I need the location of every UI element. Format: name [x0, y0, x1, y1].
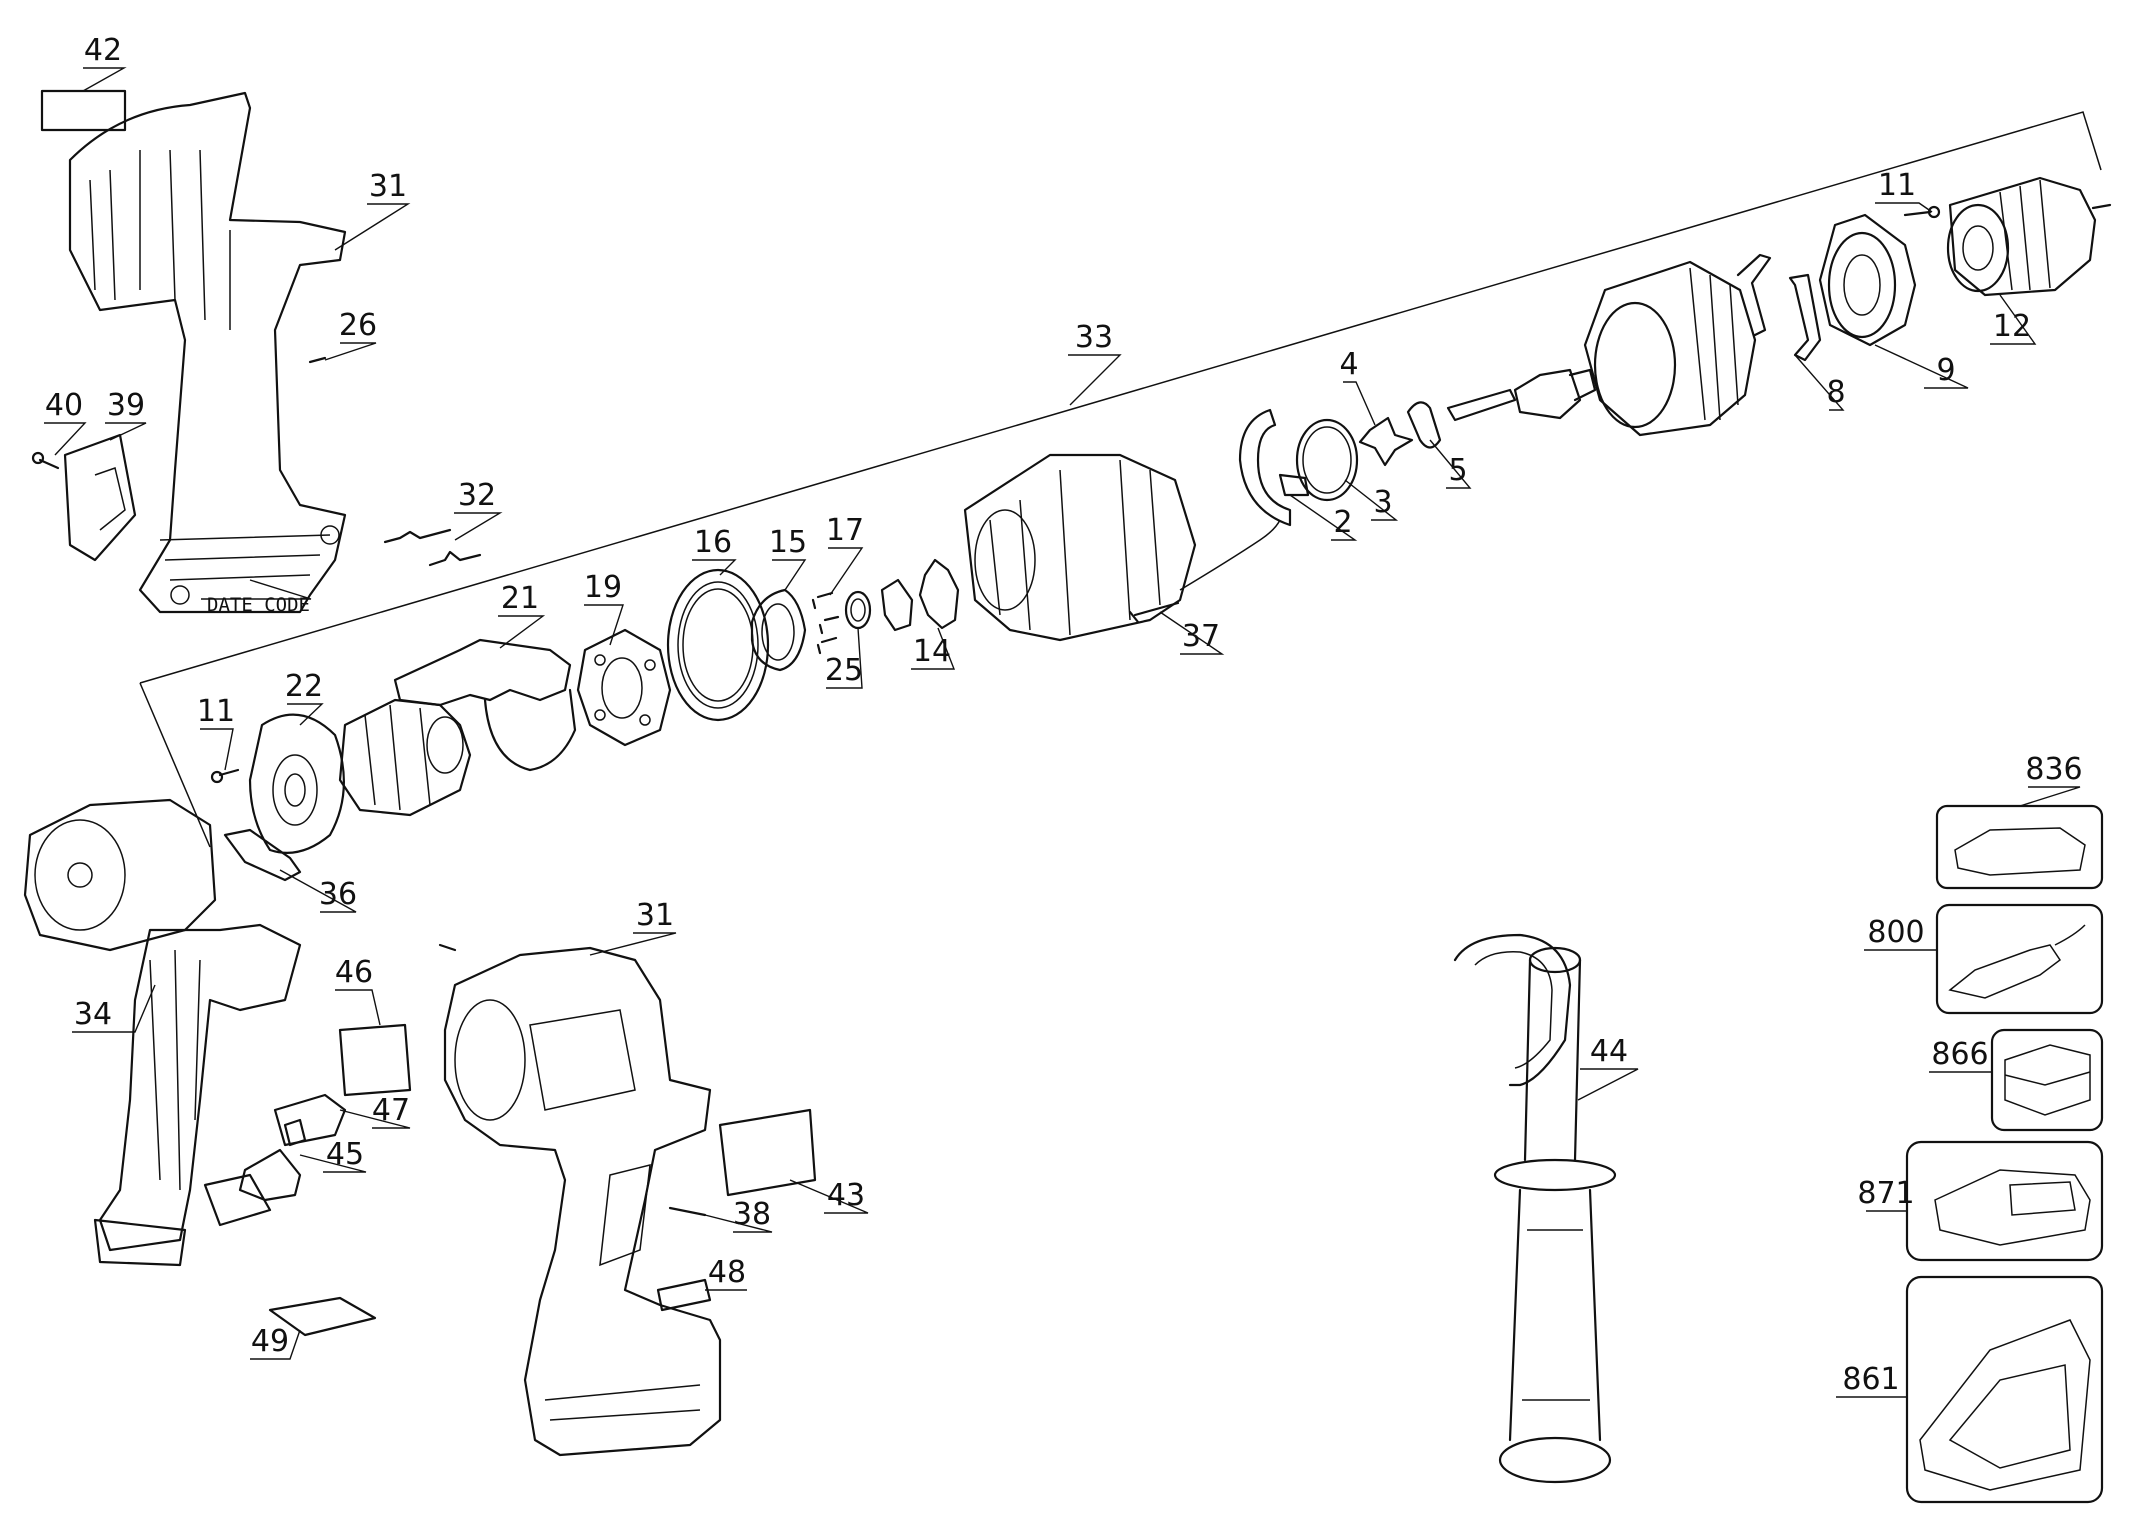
belt-clip	[63, 433, 137, 562]
callout-866: 866	[1931, 1037, 1988, 1072]
callout-26: 26	[339, 308, 377, 343]
callout-32: 32	[458, 478, 496, 513]
callout-42: 42	[84, 33, 122, 68]
motor-housing	[963, 453, 1281, 642]
accessory-800	[1935, 903, 2104, 1015]
ring-15	[750, 588, 807, 672]
housing-half-left	[68, 91, 347, 614]
callout-34: 34	[74, 997, 112, 1032]
callout-49: 49	[251, 1324, 289, 1359]
callout-38: 38	[733, 1197, 771, 1232]
accessory-836	[1935, 804, 2104, 890]
washer-5	[1406, 401, 1442, 449]
callout-11-lower: 11	[197, 694, 235, 729]
callout-labels: 42 31 26 40 39 32 33 11 12 9 8 4 5 3 2 1…	[45, 33, 2083, 1397]
assembly-33-outline	[139, 111, 2102, 848]
callout-31-lower: 31	[636, 898, 674, 933]
callout-2: 2	[1333, 505, 1352, 540]
label-46	[338, 1023, 412, 1097]
chuck	[1946, 176, 2112, 297]
callout-14: 14	[913, 634, 951, 669]
callout-47: 47	[372, 1093, 410, 1128]
drill-body-assembled	[438, 943, 722, 1457]
screw-11-lower	[210, 768, 240, 784]
callout-9: 9	[1936, 353, 1955, 388]
screw-40	[31, 451, 60, 470]
callout-4: 4	[1339, 347, 1358, 382]
callout-3: 3	[1373, 485, 1392, 520]
label-48	[656, 1278, 712, 1312]
washer-14	[918, 558, 960, 630]
callout-12: 12	[1993, 309, 2031, 344]
callout-44: 44	[1590, 1034, 1628, 1069]
callout-11-top: 11	[1878, 168, 1916, 203]
callout-22: 22	[285, 669, 323, 704]
switch-47	[273, 1093, 347, 1147]
parts-45	[238, 1118, 307, 1202]
pin-26	[308, 356, 327, 364]
callout-48: 48	[708, 1255, 746, 1290]
callout-15: 15	[769, 525, 807, 560]
clutch-parts	[811, 578, 914, 655]
callout-45: 45	[326, 1137, 364, 1172]
callout-800: 800	[1867, 915, 1924, 950]
label-43	[718, 1108, 817, 1197]
callout-5: 5	[1448, 453, 1467, 488]
ring-housing	[1583, 260, 1757, 437]
date-code-label: DATE CODE	[207, 594, 310, 616]
callout-871: 871	[1857, 1176, 1914, 1211]
callout-39: 39	[107, 388, 145, 423]
screw-37	[1128, 601, 1180, 624]
screw-11-upper	[1903, 205, 1941, 219]
label-49	[268, 1296, 377, 1337]
case-861	[1905, 1275, 2104, 1504]
label-part-42	[40, 89, 127, 132]
armature	[338, 698, 472, 817]
key-4	[1358, 416, 1414, 467]
callout-21: 21	[501, 581, 539, 616]
callout-46: 46	[335, 955, 373, 990]
leader-lines	[44, 67, 2081, 1398]
callout-31-top: 31	[369, 169, 407, 204]
callout-17: 17	[826, 513, 864, 548]
callout-43: 43	[827, 1178, 865, 1213]
charger-871	[1905, 1140, 2104, 1262]
callout-33: 33	[1075, 320, 1113, 355]
callout-40: 40	[45, 388, 83, 423]
callout-861: 861	[1842, 1362, 1899, 1397]
callout-8: 8	[1826, 375, 1845, 410]
battery-866	[1990, 1028, 2104, 1132]
shift-plate-2	[1238, 408, 1310, 527]
motor-assembly-34	[23, 798, 302, 1267]
clips-8	[1736, 253, 1822, 362]
callout-19: 19	[584, 570, 622, 605]
spindle-shaft	[1446, 368, 1597, 422]
callout-836: 836	[2025, 752, 2082, 787]
gear-case	[1818, 213, 1917, 347]
callout-16: 16	[694, 525, 732, 560]
callout-37: 37	[1182, 619, 1220, 654]
ring-gear-16	[666, 568, 770, 722]
springs-32	[383, 528, 482, 567]
end-cap-22	[248, 713, 345, 854]
retaining-ring-3	[1295, 418, 1359, 502]
side-handle-44	[1453, 933, 1617, 1484]
callout-25: 25	[825, 653, 863, 688]
carrier-19	[576, 628, 672, 747]
switch-paddle-36	[223, 828, 302, 882]
bracket-21	[393, 638, 577, 772]
callout-36: 36	[319, 877, 357, 912]
